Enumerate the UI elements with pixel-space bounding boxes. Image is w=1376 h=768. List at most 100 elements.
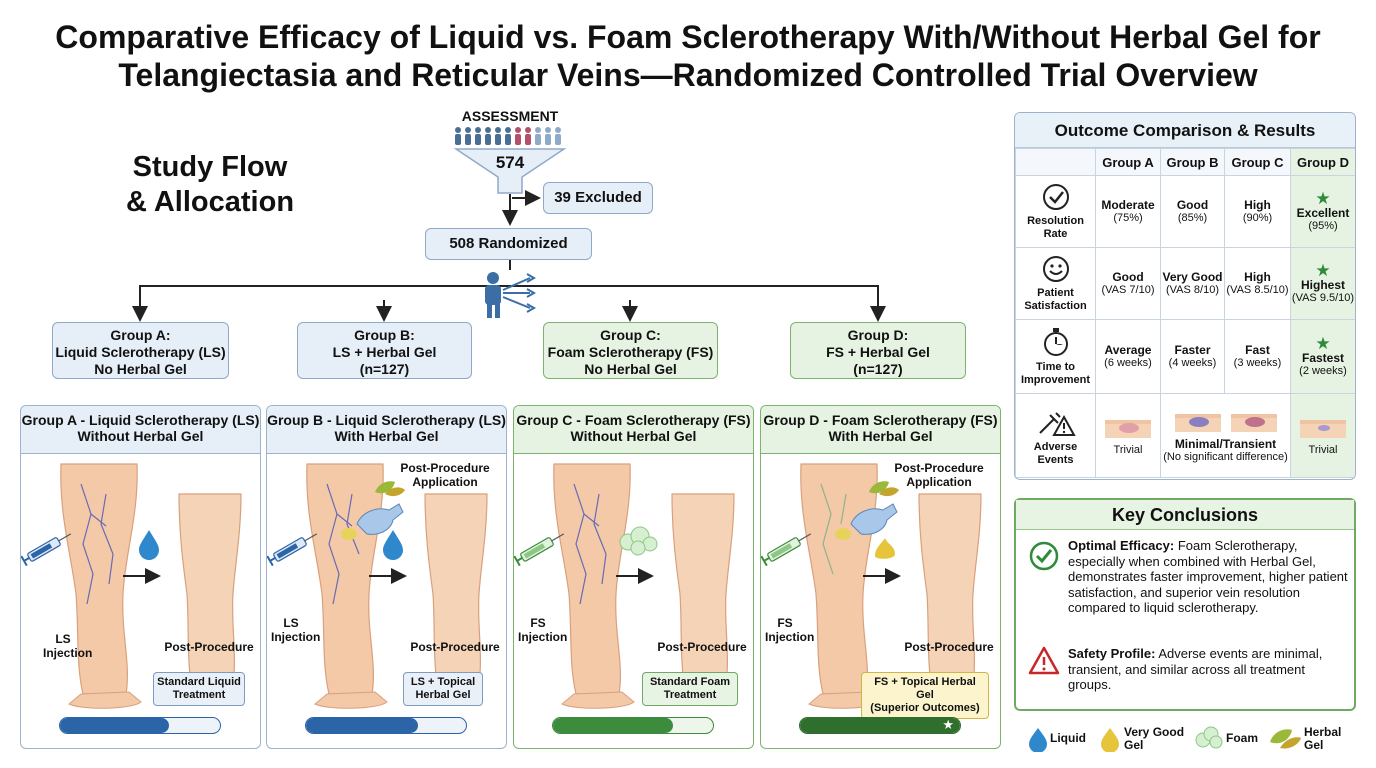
application-label: Post-Procedure Application (385, 461, 505, 489)
gloved-hand-icon (356, 503, 404, 535)
star-icon: ★ (1315, 189, 1331, 208)
application-label-line: Post-Procedure (894, 461, 984, 475)
table-row: Patient Satisfaction Good(VAS 7/10) Very… (1015, 247, 1355, 320)
injection-label-line: Injection (271, 630, 321, 644)
panel-title: Group C - Foam Sclerotherapy (FS) Withou… (514, 406, 753, 454)
table-cell: Trivial (1290, 393, 1355, 478)
study-flow-heading-line-1: Study Flow (132, 151, 288, 183)
injection-label-line: Injection (765, 630, 815, 644)
table-header-cell (1015, 148, 1096, 176)
cell-value: Highest (1300, 278, 1345, 292)
table-header-row: Group A Group B Group C Group D (1015, 148, 1355, 176)
table-cell: ★Highest(VAS 9.5/10) (1290, 247, 1355, 320)
warning-icon (1028, 646, 1060, 675)
page-title: Comparative Efficacy of Liquid vs. Foam … (20, 18, 1356, 94)
leg-after-icon (671, 493, 735, 685)
efficacy-progress-fill (553, 718, 673, 733)
syringe-icon (267, 533, 318, 567)
cell-value: Trivial (1113, 444, 1143, 456)
treatment-chip: Standard Liquid Treatment (153, 672, 245, 706)
group-box-line: LS + Herbal Gel (332, 344, 437, 360)
leaf-icon (1270, 729, 1301, 749)
panel-title-line: Group B - Liquid Sclerotherapy (LS) (267, 412, 506, 428)
flow-arrows (132, 190, 886, 322)
panel-title: Group A - Liquid Sclerotherapy (LS) With… (21, 406, 260, 454)
panel-title-line: Group A - Liquid Sclerotherapy (LS) (21, 412, 260, 428)
leg-after-icon (918, 493, 982, 685)
outcome-table-panel: Outcome Comparison & Results Group A Gro… (1014, 112, 1356, 480)
key-conclusions-panel: Key Conclusions Optimal Efficacy: Foam S… (1014, 498, 1356, 711)
legend-label-line: Gel (1304, 738, 1324, 752)
row-header: Patient Satisfaction (1015, 247, 1096, 320)
group-d-panel: Group D - Foam Sclerotherapy (FS) With H… (760, 405, 1001, 749)
table-row: Adverse Events Trivial Minimal/Transient… (1015, 393, 1355, 478)
row-label: Events (1037, 453, 1074, 466)
syringe-icon (21, 533, 72, 567)
skin-reaction-icon (1174, 413, 1277, 432)
efficacy-conclusion: Optimal Efficacy: Foam Sclerotherapy, es… (1068, 538, 1348, 616)
legend-label-line: Very Good (1124, 725, 1185, 739)
treatment-chip-line: (Superior Outcomes) (870, 702, 980, 714)
legend-label-line: Herbal (1304, 725, 1342, 739)
efficacy-progress-bar (59, 717, 221, 734)
gel-icon (875, 538, 895, 559)
cell-value: Good (1112, 269, 1144, 284)
leg-before-icon (60, 463, 142, 709)
table-cell: Faster(4 weeks) (1160, 319, 1225, 394)
injection-label-line: Injection (43, 646, 93, 660)
syringe-icon (514, 533, 565, 567)
droplet-icon (1029, 728, 1047, 752)
leg-before-icon (306, 463, 388, 709)
legend-label-line: Gel (1124, 738, 1144, 752)
cell-detail: (75%) (1113, 211, 1143, 224)
table-cell: Good(VAS 7/10) (1095, 247, 1161, 320)
check-circle-icon (1042, 183, 1069, 210)
panel-title: Group D - Foam Sclerotherapy (FS) With H… (761, 406, 1000, 454)
table-cell: ★Fastest(2 weeks) (1290, 319, 1355, 394)
application-label: Post-Procedure Application (879, 461, 999, 489)
treatment-chip-line: Standard Foam (649, 676, 731, 688)
post-procedure-label: Post-Procedure (904, 640, 994, 654)
treatment-chip-line: Standard Liquid (157, 676, 241, 688)
injection-label-line: LS (283, 616, 299, 630)
table-cell: Very Good(VAS 8/10) (1160, 247, 1225, 320)
post-procedure-label: Post-Procedure (164, 640, 254, 654)
table-cell: Average(6 weeks) (1095, 319, 1161, 394)
post-procedure-label: Post-Procedure (410, 640, 500, 654)
group-box-line: FS + Herbal Gel (826, 344, 930, 360)
safety-conclusion: Safety Profile: Adverse events are minim… (1068, 646, 1348, 693)
efficacy-progress-fill (60, 718, 169, 733)
treatment-chip-line: LS + Topical (410, 676, 476, 688)
cell-value: High (1244, 197, 1271, 212)
star-icon: ★ (1315, 334, 1331, 353)
efficacy-text: Foam Sclerotherapy, especially when comb… (1068, 538, 1348, 615)
group-box-line: Group B: (354, 327, 415, 343)
efficacy-label: Optimal Efficacy: (1068, 538, 1175, 553)
cell-value: Trivial (1308, 444, 1338, 456)
efficacy-progress-bar (552, 717, 714, 734)
outcome-table-title: Outcome Comparison & Results (1015, 113, 1355, 148)
cell-value: Excellent (1296, 206, 1350, 220)
efficacy-progress-bar (305, 717, 467, 734)
legend-label: Very Good Gel (1124, 726, 1184, 752)
group-box-line: (n=127) (359, 361, 410, 377)
efficacy-progress-bar: ★ (799, 717, 961, 734)
check-circle-icon (1029, 541, 1059, 571)
title-line-2: Telangiectasia and Reticular Veins—Rando… (118, 57, 1258, 93)
post-procedure-label: Post-Procedure (657, 640, 747, 654)
row-label: Satisfaction (1024, 299, 1087, 312)
foam-icon (1195, 726, 1223, 749)
key-conclusions-title: Key Conclusions (1016, 500, 1354, 530)
table-cell: High(VAS 8.5/10) (1224, 247, 1291, 320)
cell-detail: (90%) (1242, 211, 1273, 224)
table-cell: Good(85%) (1160, 175, 1225, 248)
leg-after-icon (424, 493, 488, 685)
injection-label: FS Injection (765, 616, 815, 644)
group-box-line: Group A: (110, 327, 171, 343)
table-row: Resolution Rate Moderate(75%) Good(85%) … (1015, 175, 1355, 248)
star-icon: ★ (1315, 261, 1331, 280)
table-cell: ★Excellent(95%) (1290, 175, 1355, 248)
study-flow-heading-line-2: & Allocation (125, 186, 295, 218)
row-label: Improvement (1020, 373, 1091, 386)
cell-detail: (VAS 8.5/10) (1226, 283, 1289, 296)
